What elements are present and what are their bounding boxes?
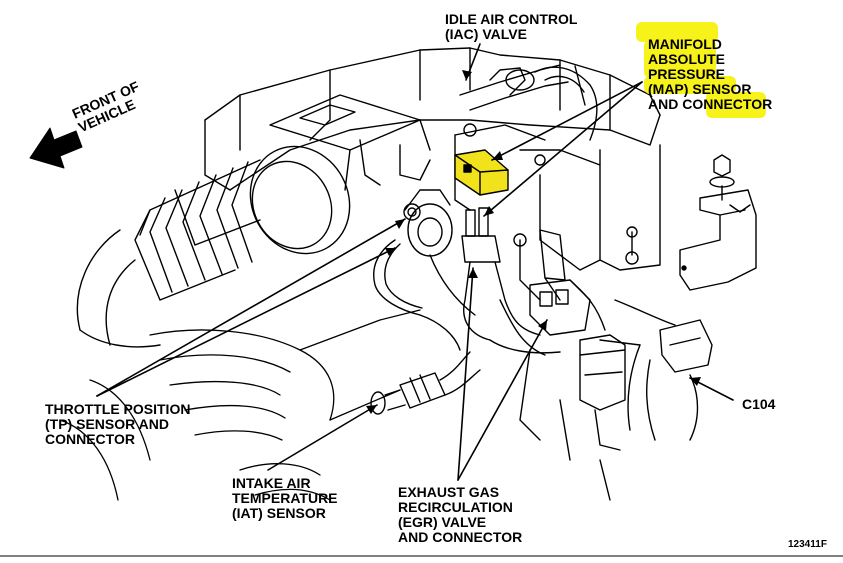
egr-leader-1 (457, 267, 474, 481)
tp-leader-1 (96, 218, 406, 397)
iat-leader (267, 404, 378, 471)
c104-arrowhead (690, 377, 701, 386)
map-highlight-1 (636, 22, 718, 42)
map-highlight-3 (644, 76, 736, 94)
map-highlight-4 (706, 92, 766, 118)
egr-arrowhead-2 (538, 320, 547, 331)
tp-arrowhead-1 (395, 219, 405, 229)
lower-hoses (59, 309, 421, 501)
egr-label: EXHAUST GAS RECIRCULATION (EGR) VALVE AN… (398, 484, 523, 545)
iac-valve (459, 64, 598, 141)
map-arrowhead-2 (484, 206, 494, 216)
iat-label: INTAKE AIR TEMPERATURE (IAT) SENSOR (232, 475, 338, 521)
iat-sensor (370, 351, 481, 415)
map-leader-1 (491, 81, 643, 161)
map-sensor (454, 149, 509, 196)
tp-label: THROTTLE POSITION (TP) SENSOR AND CONNEC… (45, 401, 191, 447)
right-bracket (679, 154, 757, 291)
tp-arrowhead-2 (385, 248, 395, 256)
figure-id: 123411F (788, 539, 827, 550)
throttle-body-plate (269, 94, 431, 191)
iac-arrowhead (462, 70, 472, 80)
wiring-harness (429, 207, 606, 356)
c104-connector (599, 299, 713, 501)
leader-lines (96, 43, 734, 481)
iat-arrowhead (366, 405, 377, 414)
intake-plenum (204, 47, 661, 271)
egr-arrowhead-1 (468, 268, 478, 278)
map-arrowhead-1 (492, 151, 503, 160)
tp-sensor (373, 189, 461, 351)
air-intake-duct (76, 145, 351, 348)
map-label: MANIFOLD ABSOLUTE PRESSURE (MAP) SENSOR … (648, 36, 773, 112)
arrow-left-icon (29, 127, 83, 169)
iac-label: IDLE AIR CONTROL (IAC) VALVE (445, 11, 578, 42)
egr-valve (519, 279, 626, 461)
leader-arrowheads (366, 70, 701, 414)
tp-leader-2 (96, 247, 396, 397)
egr-leader-2 (457, 319, 548, 481)
map-leader-2 (483, 81, 643, 217)
c104-label: C104 (742, 396, 776, 412)
map-highlight-2 (644, 40, 716, 78)
